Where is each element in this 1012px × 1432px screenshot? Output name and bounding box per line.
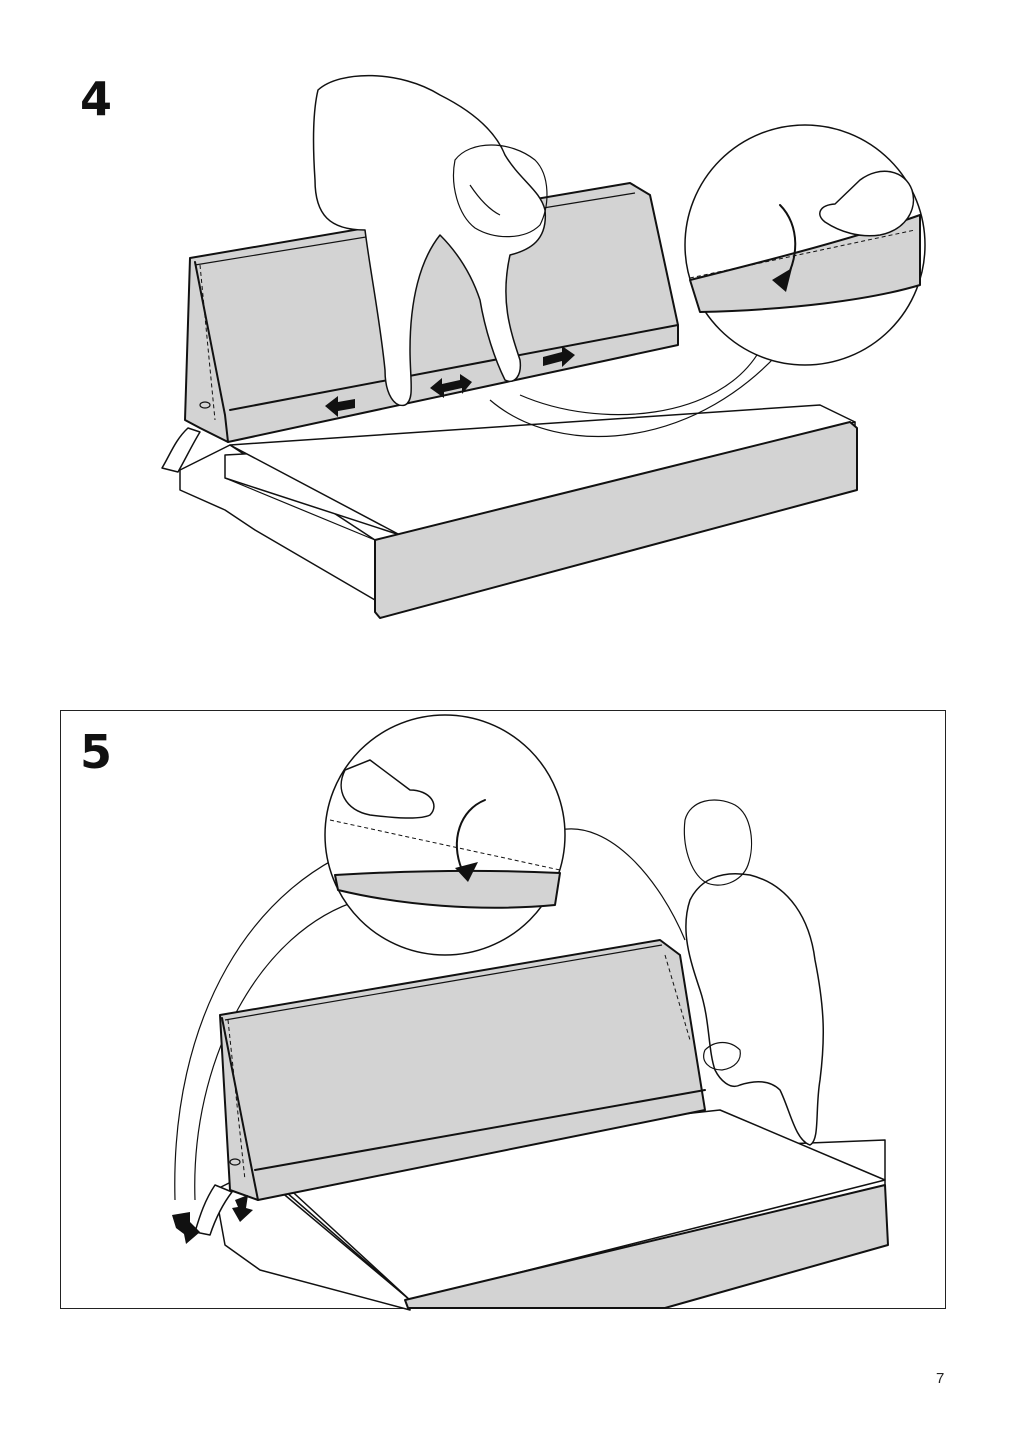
down-arrow-icon: [232, 1195, 253, 1222]
detail-magnifier-2: [324, 714, 566, 956]
step-4-illustration: [161, 74, 926, 619]
curved-fold-arrow-icon-2: [455, 862, 478, 882]
curved-fold-arrow-icon: [772, 268, 792, 292]
backrest-cushion-2: [219, 939, 706, 1201]
seat-front-board-2: [404, 1184, 889, 1309]
sofa-base-frame: [179, 404, 856, 601]
detail-magnifier: [489, 124, 926, 438]
seat-front-board: [374, 421, 858, 619]
step-5-number: 5: [80, 725, 113, 779]
direction-arrow-left-icon: [325, 396, 355, 417]
fabric-flap: [161, 427, 201, 473]
step-4-number: 4: [80, 72, 113, 126]
rotate-arrow-icon: [172, 1212, 200, 1244]
person-standing: [683, 799, 825, 1146]
page-number: 7: [936, 1370, 945, 1387]
direction-arrow-right-icon: [543, 346, 575, 367]
double-arrow-icon: [430, 374, 472, 398]
fabric-flap-2: [194, 1184, 233, 1236]
person-bending: [312, 74, 548, 407]
